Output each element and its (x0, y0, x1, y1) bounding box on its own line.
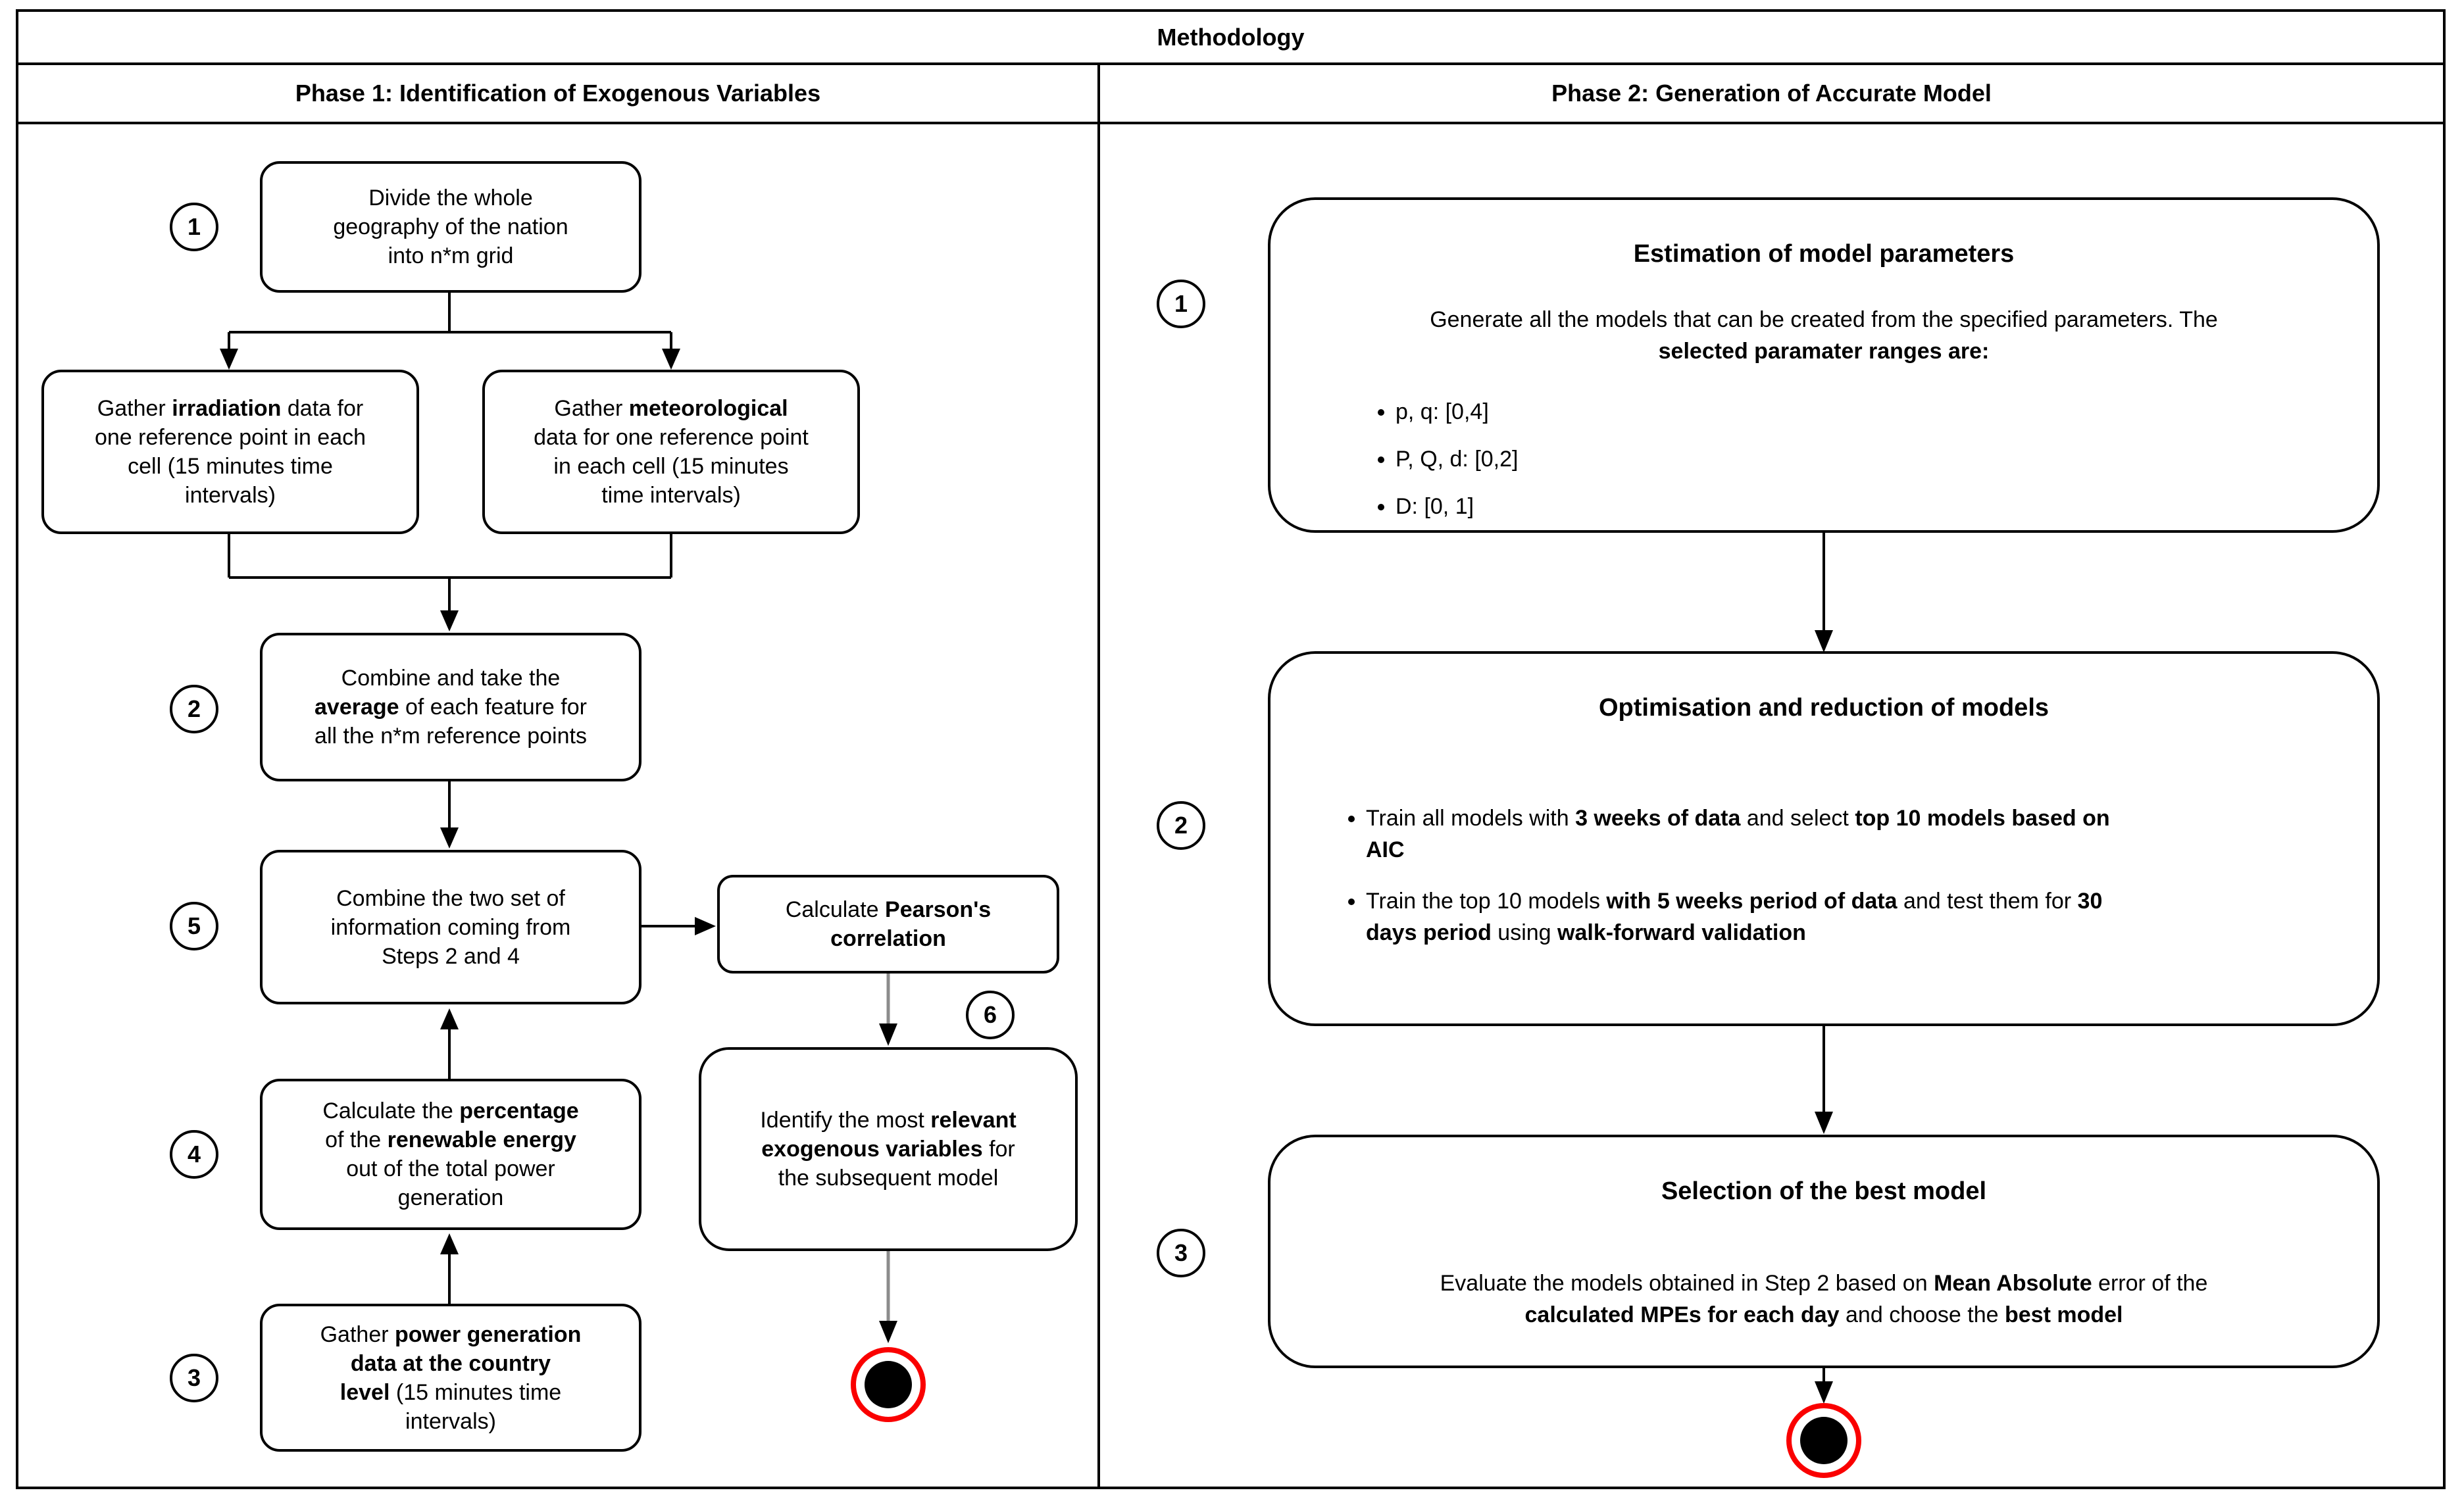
step-box-estimation: Estimation of model parameters Generate … (1268, 197, 2380, 533)
title-row-separator (16, 62, 2446, 65)
arrowhead-down-icon (662, 349, 680, 370)
end-state-phase1 (851, 1347, 926, 1422)
step-badge-4: 4 (170, 1130, 218, 1179)
end-state-phase2 (1786, 1403, 1861, 1478)
arrowhead-right-icon (695, 917, 716, 935)
arrowhead-down-icon (440, 827, 459, 849)
step-badge-p2-3: 3 (1157, 1229, 1205, 1277)
step-box-optimisation: Optimisation and reduction of models Tra… (1268, 651, 2380, 1026)
selection-title: Selection of the best model (1661, 1177, 1987, 1205)
arrowheads (220, 349, 1833, 1404)
estimation-title: Estimation of model parameters (1633, 240, 2015, 268)
step-badge-6: 6 (966, 991, 1015, 1039)
diagram-border (16, 9, 2446, 1489)
estimation-parameter-list: p, q: [0,4]P, Q, d: [0,2]D: [0, 1] (1369, 396, 1519, 538)
arrowhead-down-icon (220, 349, 238, 370)
step-box-selection: Selection of the best model Evaluate the… (1268, 1135, 2380, 1368)
estimation-body: Generate all the models that can be crea… (1430, 307, 2218, 364)
arrowhead-up-icon (440, 1233, 459, 1254)
phase-column-divider (1097, 62, 1100, 1487)
arrowhead-up-icon (440, 1008, 459, 1029)
end-state-core-icon (865, 1361, 912, 1408)
header-row-separator (16, 122, 2446, 124)
arrowhead-down-icon (879, 1321, 897, 1343)
arrowhead-down-icon (1815, 1381, 1833, 1404)
arrowhead-down-icon (440, 610, 459, 631)
step-badge-p2-2: 2 (1157, 801, 1205, 850)
phase1-header: Phase 1: Identification of Exogenous Var… (295, 80, 821, 107)
connector-lines-black (228, 293, 1825, 1383)
step-badge-2: 2 (170, 685, 218, 733)
step-badge-3: 3 (170, 1354, 218, 1402)
phase2-header: Phase 2: Generation of Accurate Model (1551, 80, 1992, 107)
arrowhead-down-icon (1815, 630, 1833, 653)
selection-body: Evaluate the models obtained in Step 2 b… (1440, 1271, 2208, 1327)
arrowhead-down-icon (1815, 1112, 1833, 1134)
end-state-core-icon (1800, 1417, 1848, 1464)
step-badge-p2-1: 1 (1157, 280, 1205, 328)
optimisation-title: Optimisation and reduction of models (1598, 694, 2049, 722)
optimisation-bullet-list: Train all models with 3 weeks of data an… (1336, 802, 2110, 968)
arrowhead-down-icon (879, 1023, 897, 1046)
step-badge-5: 5 (170, 902, 218, 950)
step-badge-1: 1 (170, 203, 218, 251)
diagram-title: Methodology (1157, 23, 1305, 51)
